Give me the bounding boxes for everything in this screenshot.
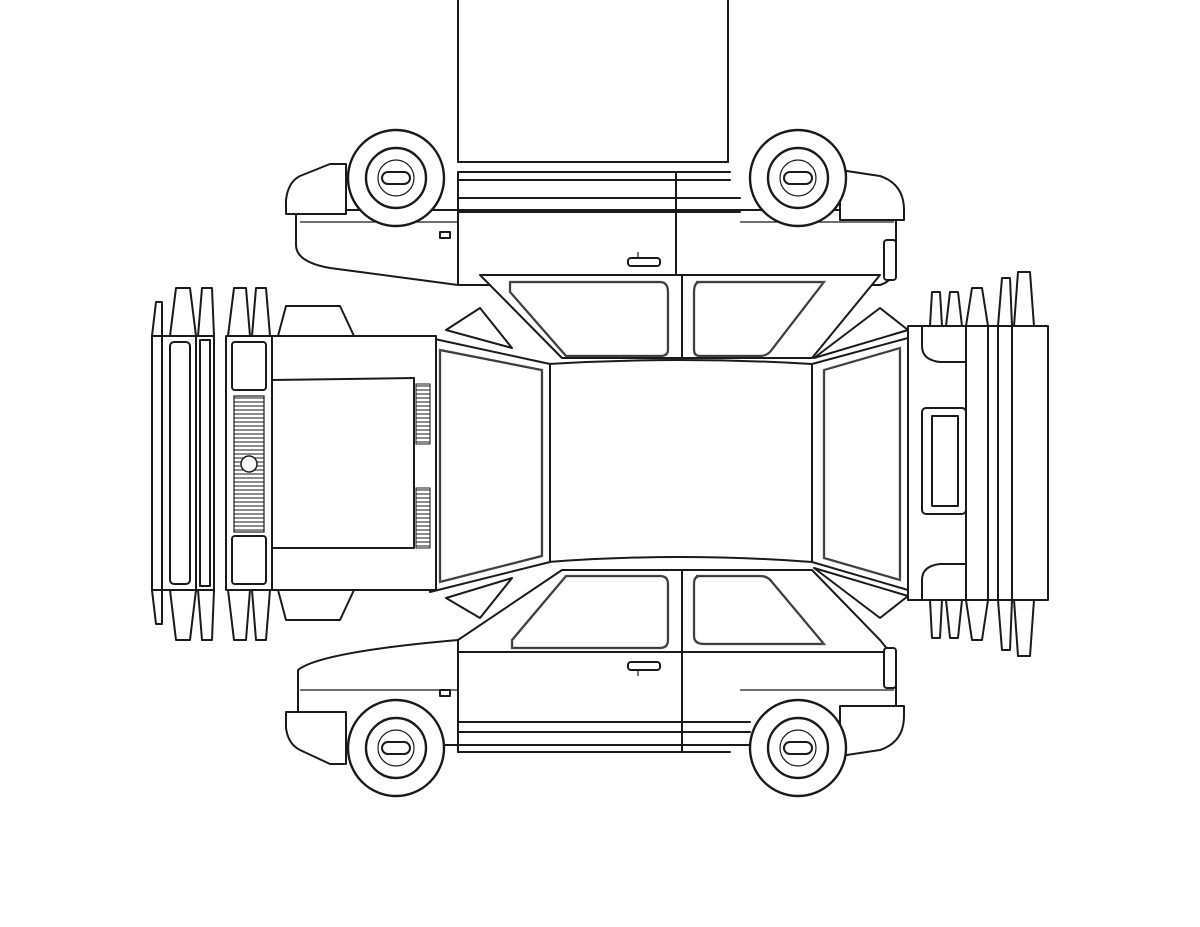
- right-side-view: [285, 128, 905, 359]
- rear-window: [811, 307, 909, 619]
- left-side-view: [285, 569, 905, 798]
- roof-panel: [547, 359, 813, 563]
- badge-icon: [240, 455, 258, 473]
- wheel-icon: [346, 698, 446, 798]
- wheel-icon: [346, 128, 446, 228]
- hood: [271, 305, 437, 621]
- top-flap-lines: [457, 0, 729, 163]
- wheel-icon: [748, 128, 848, 228]
- tailgate: [907, 325, 967, 601]
- windshield: [429, 307, 551, 619]
- front-view: [151, 287, 273, 641]
- wheel-icon: [748, 698, 848, 798]
- rear-view: [929, 271, 1049, 657]
